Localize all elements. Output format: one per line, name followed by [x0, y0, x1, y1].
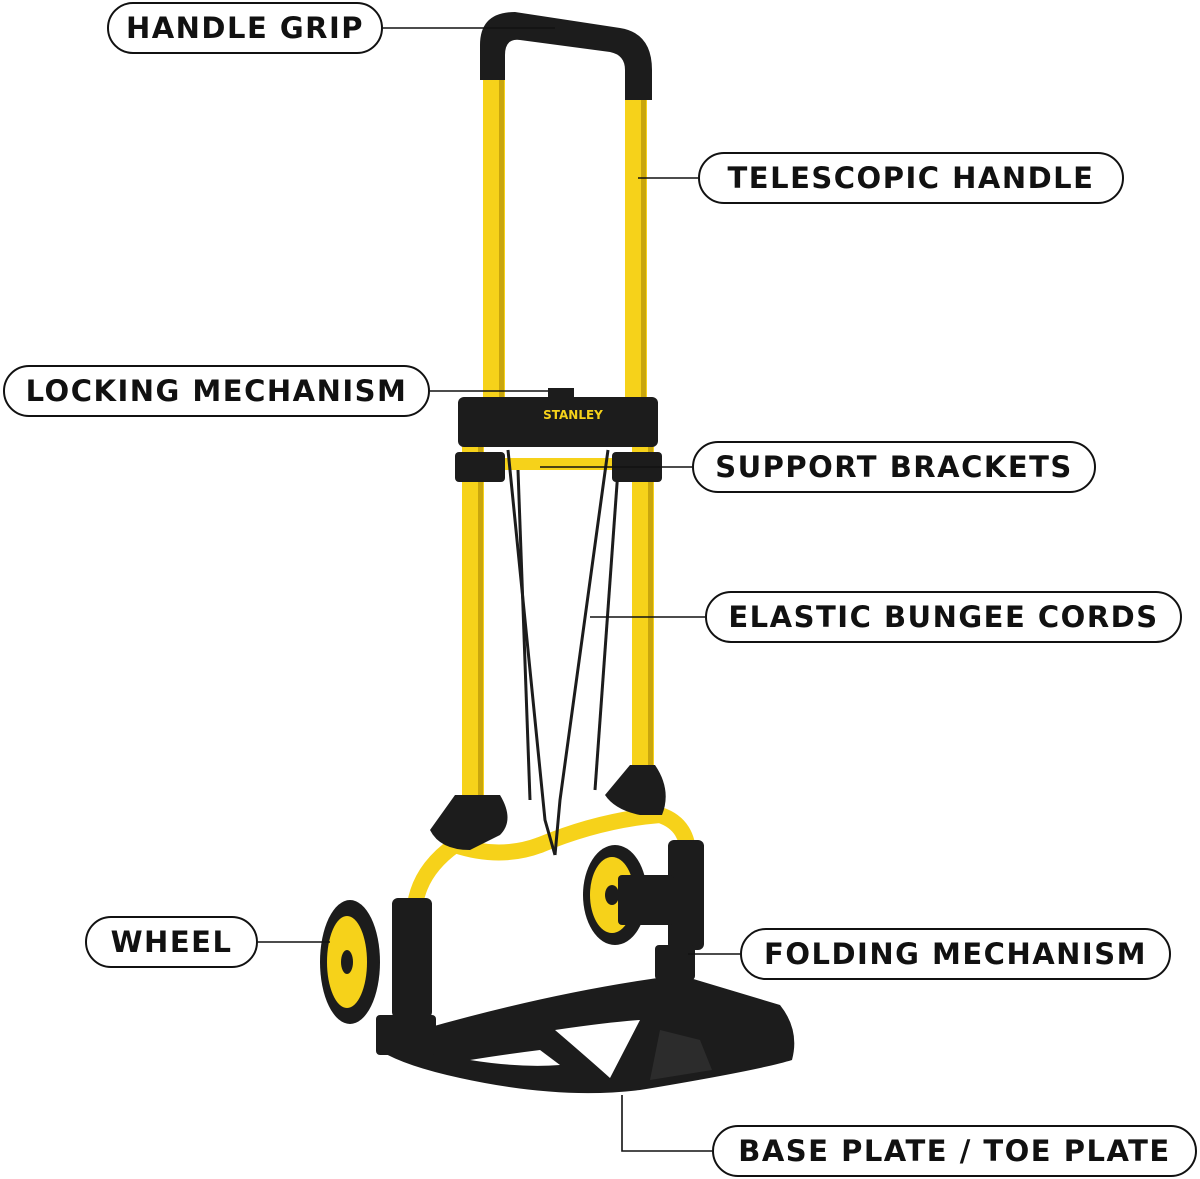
folding-mechanism-graphic [376, 840, 704, 1055]
base-plate-graphic [376, 975, 795, 1094]
bungee-cords-graphic [506, 449, 620, 856]
handle-grip-graphic [480, 12, 652, 100]
callout-telescopic-handle: TELESCOPIC HANDLE [698, 152, 1124, 204]
callout-elastic-bungee-cords: ELASTIC BUNGEE CORDS [705, 591, 1182, 643]
callout-wheel: WHEEL [85, 916, 258, 968]
frame-tubes-graphic [462, 60, 654, 800]
callout-base-plate: BASE PLATE / TOE PLATE [712, 1125, 1197, 1177]
leader-lines [258, 27, 740, 1152]
bracket-graphic: STANLEY [455, 388, 662, 482]
callout-support-brackets: SUPPORT BRACKETS [692, 441, 1096, 493]
brand-logo: STANLEY [543, 408, 603, 422]
callout-handle-grip: HANDLE GRIP [107, 2, 383, 54]
callout-locking-mechanism: LOCKING MECHANISM [3, 365, 430, 417]
corner-joints-graphic [430, 765, 666, 850]
callout-folding-mechanism: FOLDING MECHANISM [740, 928, 1171, 980]
